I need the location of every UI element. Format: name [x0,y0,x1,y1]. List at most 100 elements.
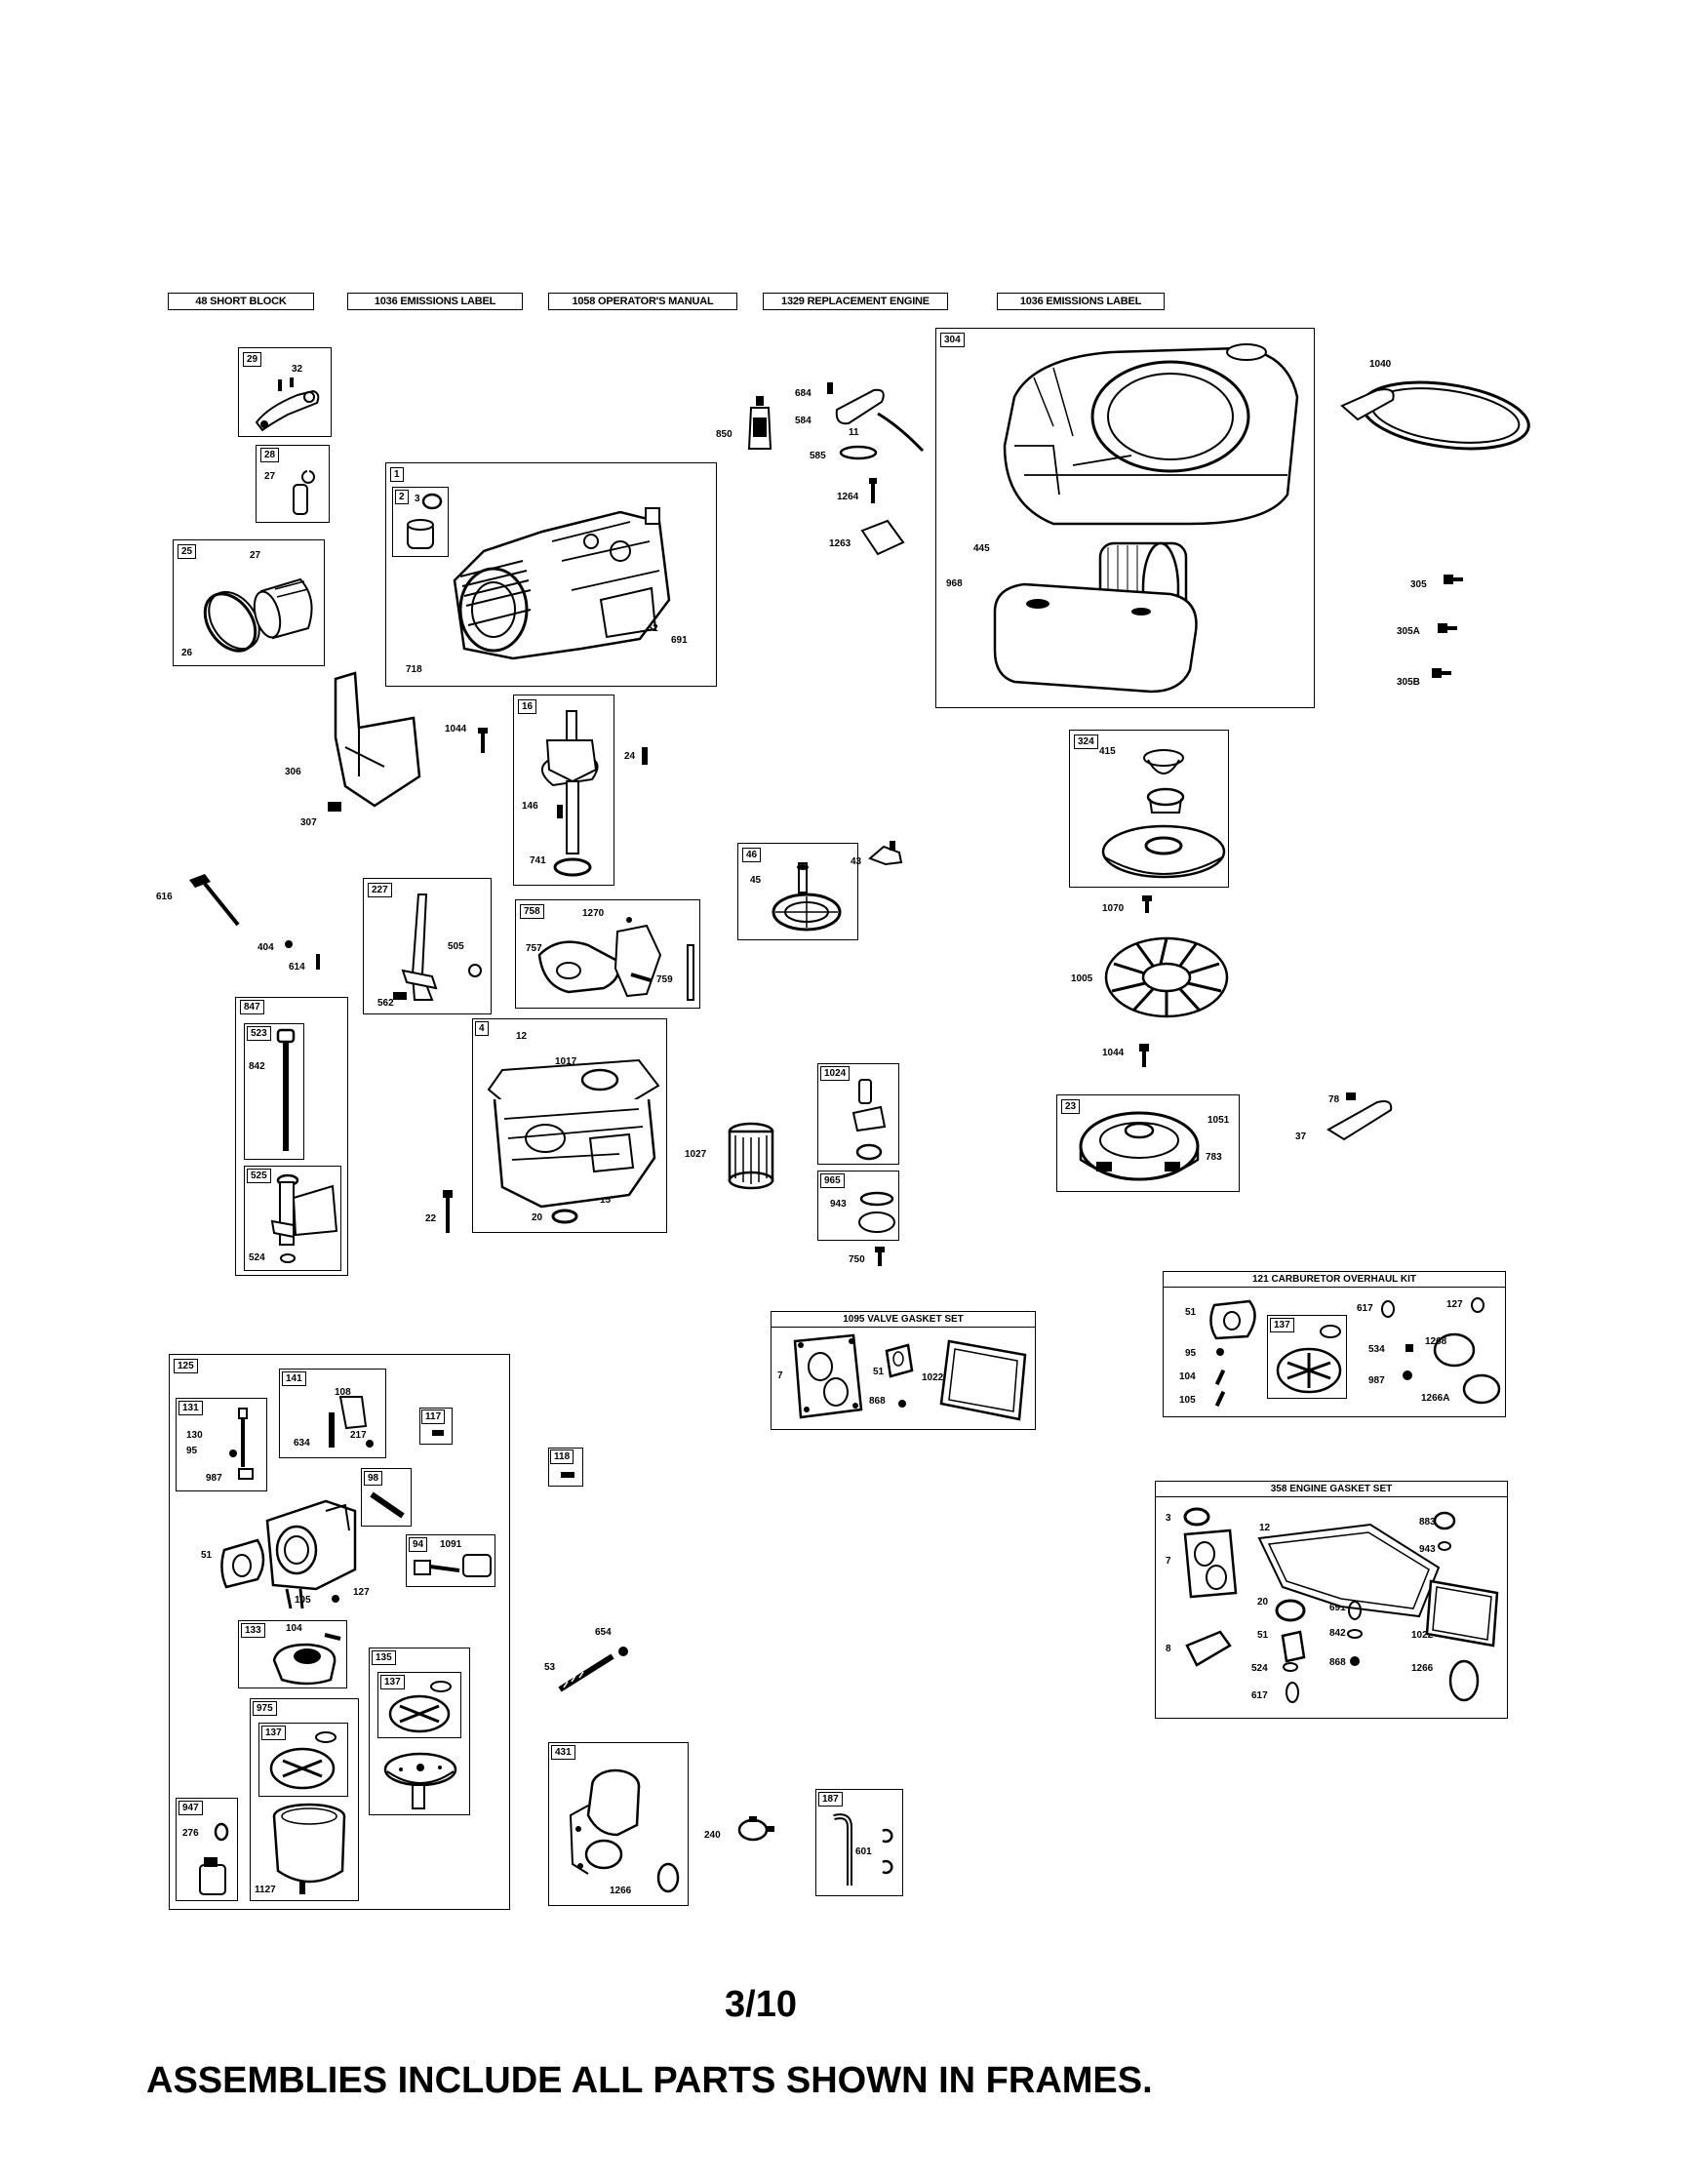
float-illustration [329,1396,374,1448]
clip-43 [868,841,903,866]
callout-415: 415 [1099,746,1116,757]
frame-94: 94 1091 [406,1534,495,1587]
frame-28: 28 27 [256,445,330,523]
engine-kit-callout-8: 8 [1166,1644,1171,1654]
callout-127: 127 [353,1587,370,1598]
frame-1-cylinder: 1 2 3 552 691 718 [385,462,717,687]
frame-965: 965 943 [817,1171,899,1241]
bolt-22 [443,1190,453,1233]
footer-note: ASSEMBLIES INCLUDE ALL PARTS SHOWN IN FR… [146,2060,1153,2101]
frame-tag-137c: 137 [1270,1318,1294,1332]
piston-rings-illustration [203,577,313,653]
carb-kit-callout-51: 51 [1185,1307,1197,1318]
callout-306: 306 [285,767,301,777]
frame-tag-133: 133 [241,1623,265,1638]
frame-137b: 137 [258,1723,348,1797]
frame-tag-137a: 137 [380,1675,405,1689]
callout-1270: 1270 [582,908,605,919]
frame-29: 29 32 [238,347,332,437]
screw-1044a [478,728,488,753]
frame-tag-46: 46 [742,848,762,862]
engine-kit-callout-1022: 1022 [1411,1630,1434,1641]
frame-tag-847: 847 [240,1000,264,1014]
callout-1127: 1127 [255,1885,276,1895]
engine-kit-callout-7: 7 [1166,1556,1171,1567]
washer-404 [285,940,293,948]
fuel-line-illustration [833,1813,893,1886]
fuel-bowl-975-illustration [272,1803,346,1894]
seal-illustration [421,493,443,510]
frame-117: 117 [419,1408,453,1445]
frame-847-dipstick: 847 523 842 525 524 [235,997,348,1276]
engine-kit-callout-883: 883 [1419,1517,1436,1528]
callout-78: 78 [1328,1094,1340,1105]
callout-240: 240 [704,1830,721,1841]
blower-housing-illustration [993,343,1299,694]
callout-37: 37 [1295,1132,1307,1142]
callout-757: 757 [526,943,542,954]
callout-95: 95 [186,1446,198,1456]
carburetor-body-illustration [220,1499,357,1609]
callout-51: 51 [201,1550,213,1561]
frame-133: 133 104 [238,1620,347,1688]
callout-1027: 1027 [685,1149,707,1160]
kit-engine-gasket-set: 358 ENGINE GASKET SET 3 12 883 7 943 20 … [1155,1481,1508,1719]
engine-kit-callout-943: 943 [1419,1544,1436,1555]
diaphragm-137a [388,1681,452,1733]
frame-tag-431: 431 [551,1745,575,1760]
frame-137c: 137 [1267,1315,1347,1399]
callout-130: 130 [186,1430,203,1441]
frame-tag-131: 131 [178,1401,203,1415]
pin-614 [316,954,320,970]
governor-gear-illustration [772,862,842,932]
kit-valve-callout-1022: 1022 [922,1372,944,1383]
callout-943: 943 [830,1199,847,1210]
carb-kit-parts-illustration [1209,1297,1501,1408]
callout-276: 276 [182,1828,199,1839]
frame-4-sump: 4 12 1017 15 20 [472,1018,667,1233]
frame-227: 227 505 562 [363,878,492,1014]
frame-tag-137b: 137 [261,1726,286,1740]
callout-562: 562 [377,998,394,1009]
carb-diaphragm-illustration [1276,1325,1342,1394]
piston-pin-illustration [293,470,315,515]
callout-305: 305 [1410,579,1427,590]
frame-tag-2: 2 [395,490,409,504]
callout-552: 552 [642,623,658,634]
bolt-305 [1444,575,1463,584]
callout-217: 217 [350,1430,367,1441]
kit-valve-callout-868: 868 [869,1396,886,1407]
frame-tag-23: 23 [1061,1099,1081,1114]
callout-11: 11 [849,427,859,438]
frame-46: 46 45 [737,843,858,940]
screw-750 [875,1247,885,1266]
callout-842: 842 [249,1061,265,1072]
flywheel-fan-illustration [1104,936,1229,1018]
engine-kit-callout-20: 20 [1257,1597,1269,1608]
callout-22: 22 [425,1213,437,1224]
cam-follower-illustration [537,917,694,1001]
frame-187: 187 601 [815,1789,903,1896]
dipstick-tube-illustration [270,1173,338,1263]
screw-117 [432,1430,444,1436]
kit-carburetor-overhaul: 121 CARBURETOR OVERHAUL KIT 51 617 127 9… [1163,1271,1506,1417]
frame-125-carburetor: 125 131 130 95 987 141 108 634 217 117 9… [169,1354,510,1910]
callout-741: 741 [530,855,546,866]
engine-kit-callout-617: 617 [1251,1690,1268,1701]
solenoid-bolt-illustration [370,1491,405,1519]
frame-tag-125: 125 [174,1359,198,1373]
engine-kit-callout-12: 12 [1259,1523,1271,1533]
callout-1040: 1040 [1369,359,1392,370]
frame-tag-758: 758 [520,904,544,919]
callout-307: 307 [300,817,317,828]
callout-404: 404 [257,942,274,953]
callout-53: 53 [544,1662,556,1673]
mixture-screw-illustration [229,1408,254,1480]
kit-title-engine-gasket: 358 ENGINE GASKET SET [1156,1482,1507,1497]
callout-684: 684 [795,388,811,399]
callout-616: 616 [156,892,173,902]
callout-305B: 305B [1397,677,1420,688]
callout-1070: 1070 [1102,903,1125,914]
screen-1040-illustration [1340,380,1530,451]
